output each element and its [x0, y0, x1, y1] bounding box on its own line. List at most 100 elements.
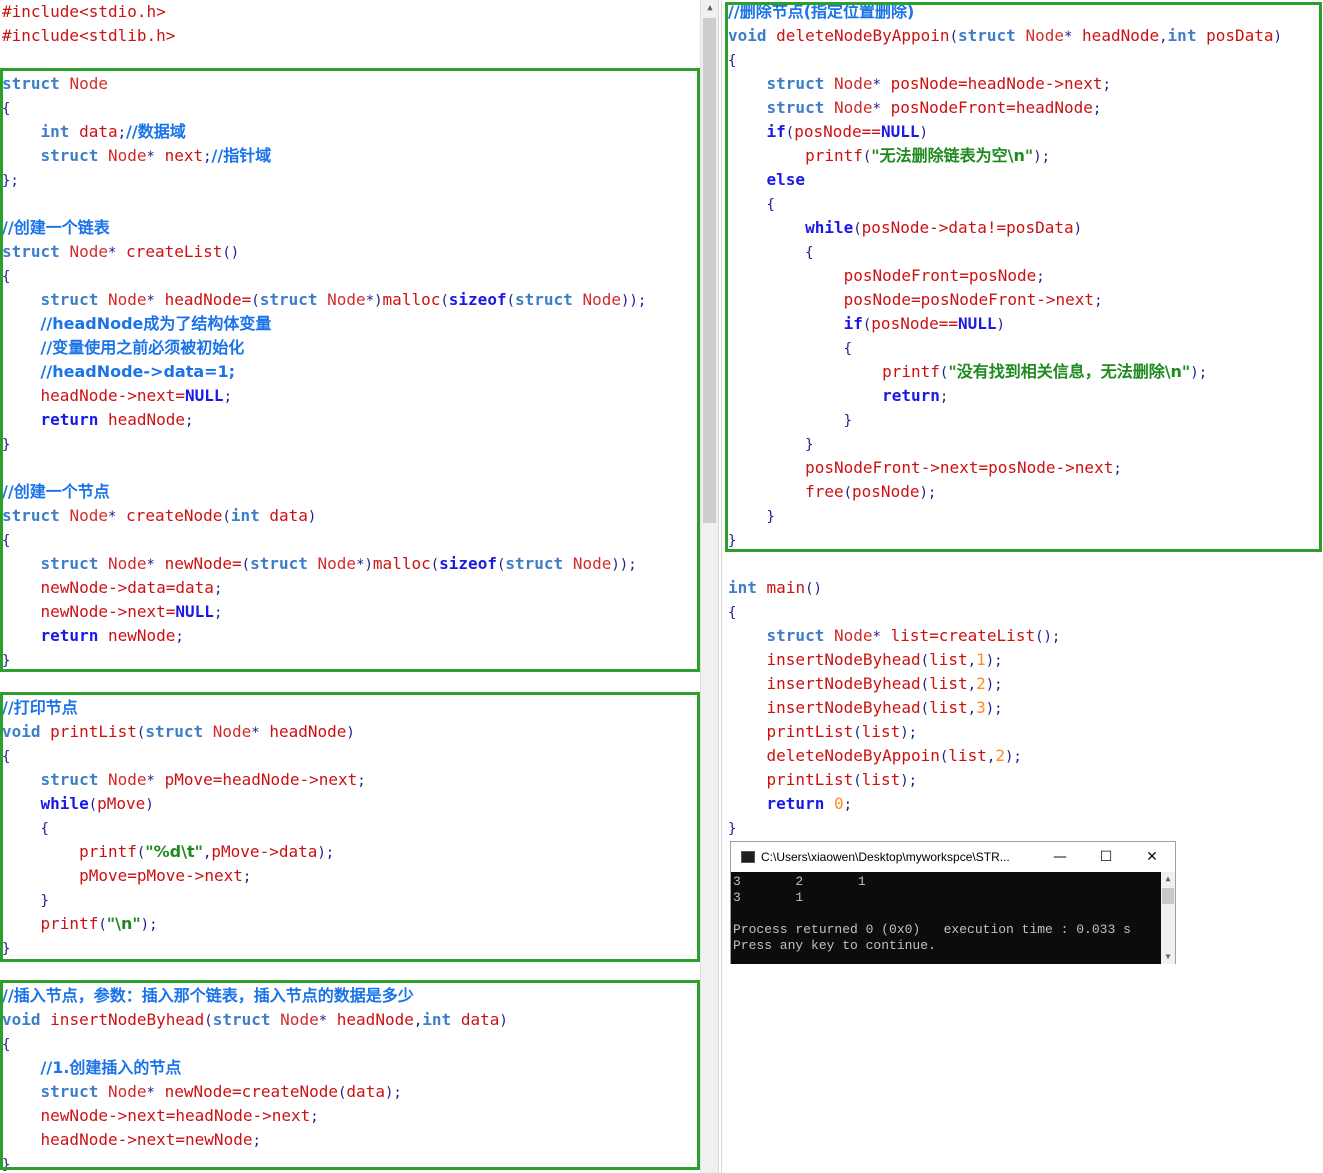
code-line[interactable]: struct Node* headNode=(struct Node*)mall…	[2, 288, 647, 312]
code-line[interactable]: {	[2, 816, 49, 840]
code-line[interactable]: int data;//数据域	[2, 120, 186, 144]
code-line[interactable]: //创建一个链表	[2, 216, 110, 240]
code-line[interactable]: deleteNodeByAppoin(list,2);	[728, 744, 1022, 768]
code-line[interactable]: struct Node* posNode=headNode->next;	[728, 72, 1111, 96]
code-line[interactable]: insertNodeByhead(list,1);	[728, 648, 1003, 672]
code-line[interactable]: struct Node	[2, 72, 108, 96]
code-line[interactable]: }	[2, 432, 10, 456]
code-token: =	[175, 386, 186, 405]
code-line[interactable]: pMove=pMove->next;	[2, 864, 251, 888]
code-line[interactable]: if(posNode==NULL)	[728, 312, 1005, 336]
code-line[interactable]: struct Node* pMove=headNode->next;	[2, 768, 366, 792]
code-line[interactable]: }	[2, 936, 10, 960]
code-line[interactable]: struct Node* createList()	[2, 240, 239, 264]
code-token: void	[2, 1010, 41, 1029]
code-line[interactable]: headNode->next=NULL;	[2, 384, 232, 408]
close-button[interactable]: ✕	[1146, 849, 1158, 865]
code-line[interactable]: }	[728, 504, 775, 528]
code-token: Node	[833, 98, 873, 117]
code-line[interactable]: insertNodeByhead(list,3);	[728, 696, 1003, 720]
code-line[interactable]: //打印节点	[2, 696, 78, 720]
maximize-button[interactable]: ☐	[1099, 849, 1113, 865]
code-line[interactable]: //删除节点(指定位置删除)	[728, 0, 914, 24]
code-line[interactable]: posNodeFront->next=posNode->next;	[728, 456, 1122, 480]
code-line[interactable]: #include<stdio.h>	[2, 0, 166, 24]
code-token	[260, 506, 270, 525]
code-line[interactable]: {	[2, 528, 10, 552]
code-line[interactable]: printList(list);	[728, 720, 918, 744]
code-token	[2, 290, 41, 309]
code-line[interactable]: else	[728, 168, 806, 192]
code-line[interactable]: printf("没有找到相关信息，无法删除\n");	[728, 360, 1207, 384]
code-line[interactable]: {	[728, 600, 736, 624]
code-line[interactable]: //创建一个节点	[2, 480, 110, 504]
code-line[interactable]: return headNode;	[2, 408, 194, 432]
code-line[interactable]: //插入节点，参数：插入那个链表，插入节点的数据是多少	[2, 984, 414, 1008]
console-title-bar[interactable]: C:\Users\xiaowen\Desktop\myworkspce\STR.…	[731, 842, 1175, 872]
code-line[interactable]: }	[728, 408, 852, 432]
code-line[interactable]: {	[2, 96, 10, 120]
code-line[interactable]: {	[2, 264, 10, 288]
code-line[interactable]: printf("%d\t",pMove->data);	[2, 840, 334, 864]
code-line[interactable]: struct Node* newNode=(struct Node*)mallo…	[2, 552, 637, 576]
code-line[interactable]: //1.创建插入的节点	[2, 1056, 182, 1080]
console-scrollbar[interactable]: ▲ ▼	[1161, 872, 1175, 964]
left-editor-pane[interactable]: #include<stdio.h>#include<stdlib.h> struc…	[0, 0, 700, 1173]
code-line[interactable]: return newNode;	[2, 624, 184, 648]
code-line[interactable]: printf("\n");	[2, 912, 158, 936]
code-line[interactable]: struct Node* list=createList();	[728, 624, 1061, 648]
scrollbar-thumb[interactable]	[703, 18, 716, 523]
code-line[interactable]: }	[728, 528, 736, 552]
code-line[interactable]: }	[2, 888, 49, 912]
code-line[interactable]: if(posNode==NULL)	[728, 120, 928, 144]
code-line[interactable]: {	[728, 48, 736, 72]
right-editor-pane[interactable]: //删除节点(指定位置删除)void deleteNodeByAppoin(st…	[724, 0, 1323, 1173]
console-scroll-down-icon[interactable]: ▼	[1165, 952, 1171, 961]
code-line[interactable]: };	[2, 168, 19, 192]
console-window[interactable]: C:\Users\xiaowen\Desktop\myworkspce\STR.…	[730, 841, 1176, 964]
code-line[interactable]: struct Node* createNode(int data)	[2, 504, 316, 528]
code-line[interactable]: newNode->data=data;	[2, 576, 223, 600]
code-line[interactable]: }	[2, 1152, 10, 1173]
code-line[interactable]: {	[2, 744, 10, 768]
code-line[interactable]: free(posNode);	[728, 480, 936, 504]
code-line[interactable]: return;	[728, 384, 948, 408]
code-line[interactable]: struct Node* next;//指针域	[2, 144, 272, 168]
code-line[interactable]: }	[728, 432, 813, 456]
code-line[interactable]: headNode->next=newNode;	[2, 1128, 261, 1152]
code-line[interactable]: return 0;	[728, 792, 853, 816]
code-line[interactable]: {	[728, 336, 852, 360]
code-line[interactable]: while(pMove)	[2, 792, 154, 816]
code-line[interactable]: void printList(struct Node* headNode)	[2, 720, 355, 744]
code-token: struct	[505, 554, 564, 573]
code-line[interactable]: newNode->next=headNode->next;	[2, 1104, 319, 1128]
code-line[interactable]: int main()	[728, 576, 822, 600]
code-line[interactable]: struct Node* posNodeFront=headNode;	[728, 96, 1102, 120]
code-line[interactable]: insertNodeByhead(list,2);	[728, 672, 1003, 696]
code-line[interactable]: //headNode成为了结构体变量	[2, 312, 272, 336]
code-line[interactable]: newNode->next=NULL;	[2, 600, 223, 624]
code-line[interactable]: printf("无法删除链表为空\n");	[728, 144, 1050, 168]
code-line[interactable]: {	[728, 240, 813, 264]
code-line[interactable]: //变量使用之前必须被初始化	[2, 336, 245, 360]
console-scroll-thumb[interactable]	[1162, 888, 1174, 904]
scroll-up-arrow-icon[interactable]: ▲	[707, 3, 713, 13]
code-line[interactable]: while(posNode->data!=posData)	[728, 216, 1082, 240]
code-line[interactable]: void deleteNodeByAppoin(struct Node* hea…	[728, 24, 1282, 48]
code-line[interactable]: printList(list);	[728, 768, 918, 792]
code-line[interactable]: posNodeFront=posNode;	[728, 264, 1045, 288]
minimize-button[interactable]: —	[1053, 849, 1067, 865]
code-line[interactable]: posNode=posNodeFront->next;	[728, 288, 1103, 312]
code-token	[757, 578, 767, 597]
pane-splitter[interactable]	[718, 0, 724, 1173]
code-line[interactable]: //headNode->data=1;	[2, 360, 236, 384]
console-scroll-up-icon[interactable]: ▲	[1165, 874, 1171, 883]
editor-vertical-scrollbar[interactable]: ▲	[700, 0, 719, 1173]
code-line[interactable]: {	[728, 192, 775, 216]
code-line[interactable]: #include<stdlib.h>	[2, 24, 175, 48]
code-line[interactable]: }	[2, 648, 10, 672]
code-line[interactable]: struct Node* newNode=createNode(data);	[2, 1080, 402, 1104]
code-line[interactable]: }	[728, 816, 736, 840]
code-line[interactable]: {	[2, 1032, 10, 1056]
code-line[interactable]: void insertNodeByhead(struct Node* headN…	[2, 1008, 508, 1032]
